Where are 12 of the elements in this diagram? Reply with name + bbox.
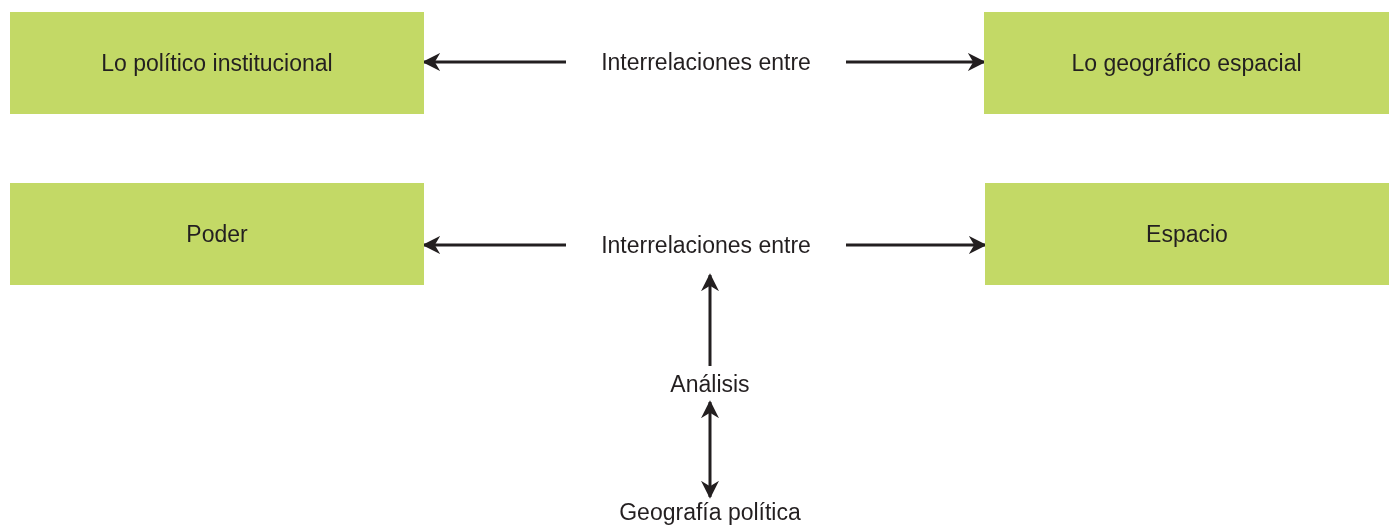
concept-text: Interrelaciones entre — [566, 44, 846, 80]
concept-box: Espacio — [985, 183, 1389, 285]
arrow — [846, 53, 986, 71]
arrow — [701, 400, 719, 499]
concept-text: Análisis — [650, 366, 770, 402]
concept-box: Poder — [10, 183, 424, 285]
concept-text: Geografía política — [590, 497, 830, 527]
arrow — [846, 236, 987, 254]
arrow — [701, 273, 719, 366]
concept-box: Lo político institucional — [10, 12, 424, 114]
concept-text: Interrelaciones entre — [566, 215, 846, 275]
concept-box: Lo geográfico espacial — [984, 12, 1389, 114]
